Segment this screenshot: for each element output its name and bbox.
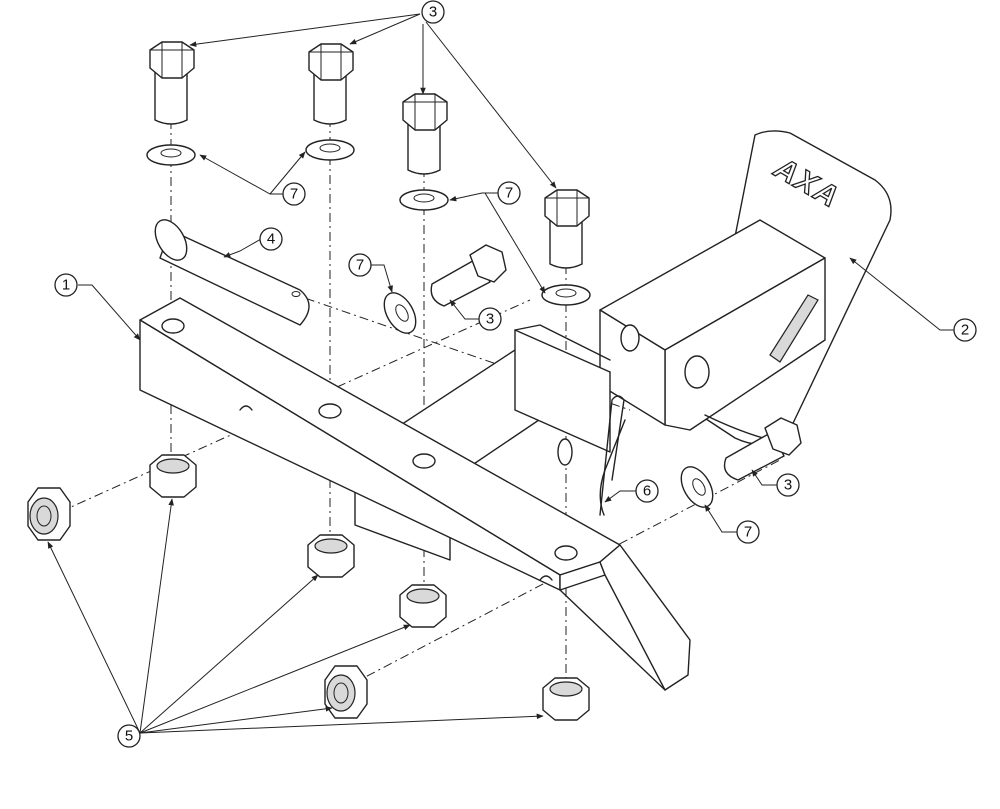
receiver-bracket-part: AXA	[599, 130, 892, 446]
callout-number: 7	[290, 186, 298, 203]
callout-c7-d: 7	[736, 520, 760, 544]
callout-c4: 4	[259, 227, 283, 251]
callout-number: 6	[643, 483, 651, 500]
callout-number: 5	[125, 728, 133, 745]
flat-washers	[146, 139, 714, 508]
clevis-pin-part	[154, 219, 310, 326]
callout-c7-c: 7	[348, 253, 372, 277]
nut-1	[149, 454, 197, 498]
hitch-pin-clip-part	[599, 395, 626, 516]
callout-c3-right: 3	[776, 473, 800, 497]
callout-c7-a: 7	[282, 182, 306, 206]
washer-1	[146, 144, 196, 166]
callout-c5: 5	[117, 724, 141, 748]
washer-4	[541, 284, 591, 306]
bolt-mid	[430, 244, 507, 307]
washer-2	[305, 139, 355, 161]
leader-lines	[47, 13, 954, 734]
hex-bolts-vertical	[149, 41, 590, 269]
main-crossbar-part	[139, 297, 691, 691]
callout-number: 3	[784, 477, 792, 494]
washer-5	[383, 292, 417, 334]
bolt-4	[544, 189, 590, 269]
hex-bolts-horizontal	[430, 244, 802, 481]
callout-number: 3	[429, 4, 437, 21]
callout-number: 7	[356, 257, 364, 274]
washer-6	[680, 466, 714, 508]
nut-6	[324, 665, 368, 719]
callout-number: 2	[961, 322, 969, 339]
nut-2	[307, 534, 355, 578]
bolt-3	[402, 93, 448, 175]
nut-4	[542, 677, 590, 721]
callout-number: 7	[744, 524, 752, 541]
nut-5	[27, 487, 71, 541]
nut-3	[399, 584, 447, 628]
callout-c1: 1	[54, 273, 78, 297]
callout-c2: 2	[953, 318, 977, 342]
washer-3	[399, 189, 449, 211]
callout-c6: 6	[635, 479, 659, 503]
callout-c3-top: 3	[421, 0, 445, 24]
callout-c7-b: 7	[497, 181, 521, 205]
callout-c3-mid: 3	[478, 307, 502, 331]
bolt-right	[723, 417, 802, 481]
callout-number: 3	[486, 311, 494, 328]
bolt-1	[149, 41, 195, 125]
bolt-2	[308, 43, 354, 125]
callout-number: 4	[267, 231, 275, 248]
callout-number: 7	[505, 185, 513, 202]
callout-number: 1	[62, 277, 70, 294]
